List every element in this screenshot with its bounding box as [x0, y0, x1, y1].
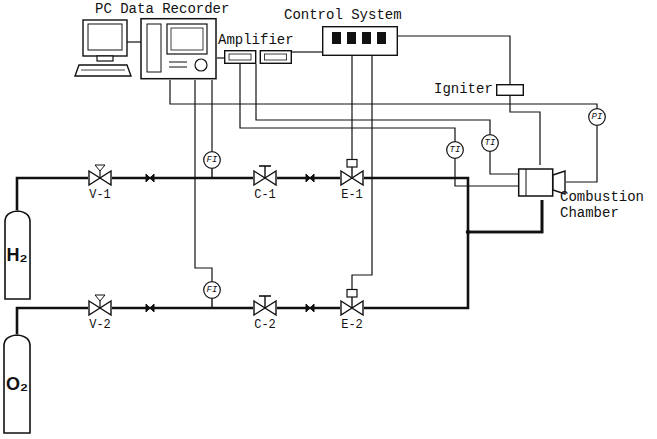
signal-wire: [170, 80, 597, 108]
signal-wire: [398, 36, 510, 84]
instrument-circle: FI: [203, 151, 221, 169]
signal-wire: [490, 152, 518, 174]
valve-symbol-outline: [340, 159, 364, 185]
gas-pipe: [112, 307, 253, 310]
node-label: V-1: [89, 188, 111, 202]
node-label: C-2: [254, 318, 276, 332]
instrument-circle: TI: [446, 141, 464, 159]
node-label: E-2: [341, 318, 363, 332]
gauge-stem: [211, 299, 212, 308]
signal-wire: [211, 80, 212, 151]
gas-pipe: [277, 307, 340, 310]
valve-symbol: C-1: [253, 165, 277, 185]
node-label: Amplifier: [218, 32, 294, 48]
signal-wire: [455, 159, 518, 186]
signal-wire: [256, 64, 490, 134]
valve-symbol: V-1: [88, 165, 112, 185]
instrument-circle: TI: [481, 134, 499, 152]
gas-pipe: [17, 178, 88, 210]
data-recorder-outline: [75, 18, 217, 80]
signal-wire: [566, 126, 597, 182]
gauge-stem: [211, 169, 212, 178]
gas-pipe: [364, 178, 542, 232]
node-label: FI: [207, 155, 218, 165]
valve-symbol-outline: [88, 295, 112, 315]
node-label: E-1: [341, 188, 363, 202]
valve-symbol: V-2: [88, 295, 112, 315]
valve-symbol-outline: [88, 165, 112, 185]
gas-cylinder: H₂: [4, 210, 31, 300]
instrument-circle: PI: [588, 108, 606, 126]
node-label: Control System: [284, 7, 402, 23]
valve-symbol: E-1: [340, 159, 364, 185]
signal-wire: [351, 56, 352, 159]
node-label: PC Data Recorder: [95, 1, 229, 17]
node-label: Igniter: [434, 81, 493, 97]
combustion-chamber: Combustion Chamber: [518, 165, 566, 200]
signal-wire: [292, 51, 322, 52]
data-recorder: PC Data Recorder: [75, 18, 217, 80]
signal-wire: [240, 64, 455, 141]
signal-wire: [195, 80, 212, 281]
amplifier-box-outline: [224, 50, 292, 64]
valve-symbol-outline: [340, 289, 364, 315]
valve-symbol-outline: [253, 295, 277, 315]
gas-pipe: [364, 200, 542, 308]
valve-symbol: C-2: [253, 295, 277, 315]
node-label: C-1: [254, 188, 276, 202]
instrument-circle: FI: [203, 281, 221, 299]
gas-cylinder: O₂: [3, 334, 31, 434]
signal-wire: [217, 57, 224, 58]
node-label: V-2: [89, 318, 111, 332]
node-label: Combustion Chamber: [560, 189, 657, 221]
gas-pipe: [277, 177, 340, 180]
node-label: FI: [207, 285, 218, 295]
igniter-box: Igniter: [496, 84, 524, 96]
gas-pipe: [17, 308, 88, 334]
gas-pipe: [112, 177, 253, 180]
amplifier-box: Amplifier: [224, 50, 292, 64]
node-label: PI: [592, 112, 603, 122]
control-box: Control System: [322, 26, 398, 56]
node-label: O₂: [6, 374, 28, 394]
node-label: H₂: [7, 245, 28, 265]
valve-symbol-outline: [253, 165, 277, 185]
signal-wire: [510, 96, 540, 165]
control-box-outline: [322, 26, 398, 56]
igniter-box-outline: [496, 84, 524, 96]
combustion-chamber-outline: [518, 165, 566, 200]
node-label: TI: [450, 145, 461, 155]
node-label: TI: [485, 138, 496, 148]
valve-symbol: E-2: [340, 289, 364, 315]
